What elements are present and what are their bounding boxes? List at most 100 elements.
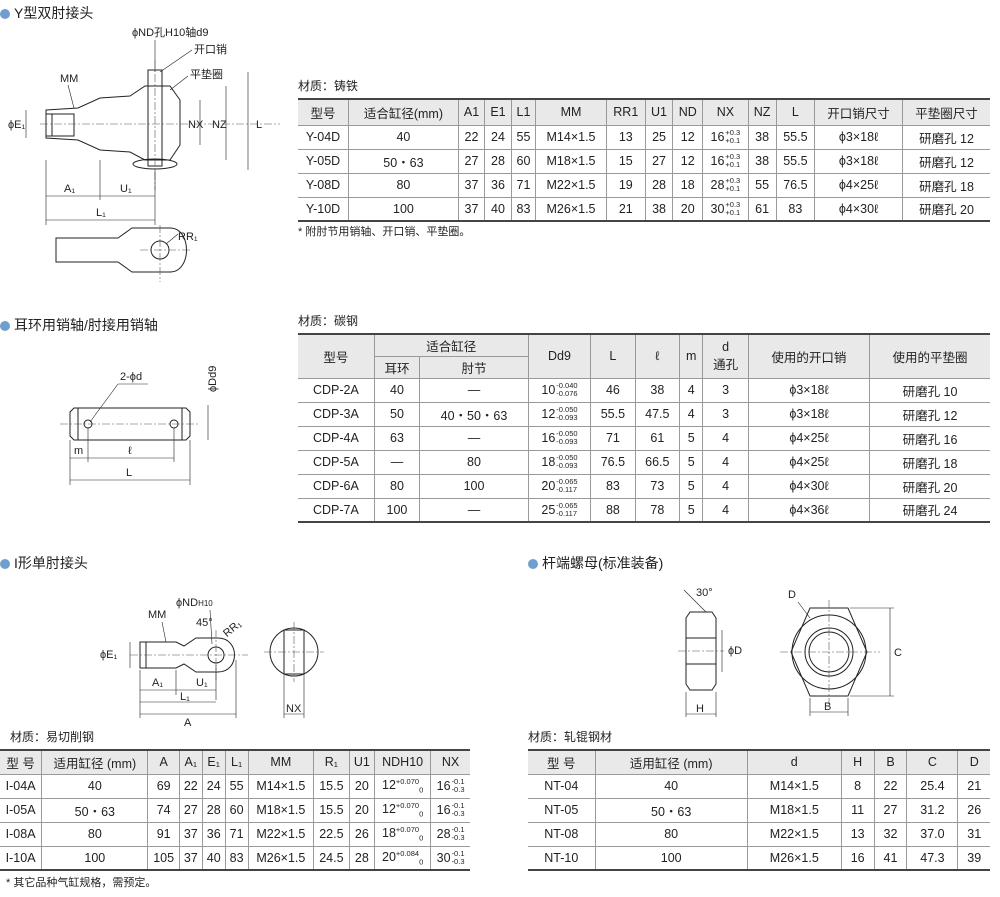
tol-lower: 0 (419, 785, 424, 795)
tol-upper: +0.3 (725, 128, 741, 137)
mm-label: MM (60, 73, 78, 85)
tol-upper: -0.050 (556, 453, 578, 462)
tol-upper: +0.070 (395, 777, 420, 787)
table-row: NT-10 100 M26×1.5 16 41 47.3 39 (528, 845, 990, 871)
cell-bore: 40 (41, 773, 149, 799)
cell-u1: 38 (644, 196, 674, 222)
washer-label: 平垫圈 (190, 67, 223, 81)
cell-nd: 12+0.0700 (374, 773, 432, 799)
cell-nz: 61 (747, 196, 777, 222)
cell-nz: 38 (747, 124, 777, 150)
cell-l: 55.5 (590, 401, 636, 427)
cell-l1: 71 (224, 821, 249, 847)
table-row: NT-08 80 M22×1.5 13 32 37.0 31 (528, 821, 990, 847)
cell-l: 46 (590, 377, 636, 403)
cell-bore: 100 (348, 196, 459, 222)
footnote-y: * 附肘节用销轴、开口销、平垫圈。 (298, 226, 471, 238)
dd9-value: 20 (541, 479, 556, 493)
nd-label: ϕNDH10 (176, 597, 213, 609)
cell-mm: M14×1.5 (247, 773, 315, 799)
l-label: L (126, 467, 132, 479)
nx-label: NX (286, 703, 302, 715)
cell-washer: 研磨孔 20 (869, 473, 990, 499)
tol-upper: +0.3 (725, 199, 741, 209)
col-header: 型 号 (0, 749, 43, 775)
tol-upper: +0.084 (395, 848, 420, 858)
cell-d: M22×1.5 (746, 821, 842, 847)
cell-nx: 16-0.1-0.3 (430, 797, 470, 823)
cell-d: 3 (702, 401, 749, 427)
cell-washer: 研磨孔 20 (902, 196, 990, 222)
cell-cotter: ϕ4×25ℓ (747, 425, 871, 451)
l1-label: L₁ (96, 207, 106, 219)
cell-nx: 16-0.1-0.3 (430, 773, 470, 799)
cell-d: 4 (702, 449, 749, 475)
tol-upper: -0.050 (556, 405, 578, 414)
cell-l1: 83 (510, 196, 537, 222)
cell-mm: M22×1.5 (247, 821, 315, 847)
bullet-icon (528, 559, 538, 569)
cell-b: 32 (873, 821, 908, 847)
cell-l: 71 (590, 425, 636, 451)
col-header: 适合缸径(mm) (348, 98, 459, 126)
table-row: I-10A 100 105 37 40 83 M26×1.5 24.5 28 2… (0, 845, 470, 871)
cell-washer: 研磨孔 12 (902, 148, 990, 174)
cell-model: NT-10 (528, 845, 596, 871)
col-header: 使用的开口销 (747, 333, 871, 379)
l1-label: L₁ (180, 691, 190, 703)
cell-a1: 22 (178, 773, 203, 799)
nx-value: 28 (436, 827, 451, 841)
col-header: 平垫圈尺寸 (902, 98, 990, 126)
col-header: R₁ (313, 749, 350, 775)
cell-nx: 28-0.1-0.3 (430, 821, 470, 847)
nx-value: 16 (436, 779, 451, 793)
table-row: CDP-6A 80 100 20-0.065-0.117 83 73 5 4 ϕ… (298, 473, 990, 499)
cell-cotter: ϕ4×25ℓ (747, 449, 871, 475)
cell-c: 25.4 (906, 773, 959, 799)
tol-lower: -0.093 (556, 413, 578, 422)
col-header: 型号 (298, 333, 375, 379)
cell-bore: 50・63 (348, 148, 459, 174)
d-header-top: d (722, 339, 730, 354)
cell-m: 5 (679, 497, 704, 523)
cotter-label: 开口销 (194, 42, 227, 56)
cell-nx: 16+0.3+0.1 (702, 148, 749, 174)
e1-label: ϕE₁ (8, 119, 25, 131)
cell-bore: 100 (41, 845, 149, 871)
tol-upper: -0.065 (556, 500, 578, 510)
cell-bore: 100 (594, 845, 748, 871)
cell-e1: 40 (484, 196, 512, 222)
cell-cotter: ϕ4×36ℓ (747, 497, 871, 523)
tol-lower: -0.117 (556, 485, 578, 494)
cell-d: 4 (702, 425, 749, 451)
l-label: L (256, 119, 262, 131)
cell-bore: 80 (41, 821, 149, 847)
cell-washer: 研磨孔 10 (869, 377, 990, 403)
cell-a1: 22 (457, 124, 486, 150)
cell-mm: M26×1.5 (535, 196, 607, 222)
cell-mm: M18×1.5 (247, 797, 315, 823)
cell-d: M14×1.5 (746, 773, 842, 799)
cell-a1: 37 (178, 821, 203, 847)
tol-upper: -0.050 (556, 429, 578, 438)
cell-l1: 55 (510, 124, 537, 150)
cell-h: 8 (840, 773, 875, 799)
cell-clevis: 40・50・63 (419, 401, 529, 427)
cell-u1: 26 (348, 821, 376, 847)
cell-nx: 28+0.3+0.1 (702, 172, 749, 198)
i-clevis-drawing: ϕNDH10 MM 45° RR₁ ϕE₁ A₁ U₁ L₁ A NX (100, 597, 324, 729)
e1-label: ϕE₁ (100, 649, 117, 661)
cell-b: 41 (873, 845, 908, 871)
cell-cotter: ϕ4×30ℓ (813, 196, 904, 222)
col-header: 耳环 (374, 355, 421, 379)
a1-label: A₁ (64, 183, 75, 195)
cell-model: CDP-4A (298, 425, 375, 451)
cell-m: 5 (679, 473, 704, 499)
cell-model: CDP-6A (298, 473, 375, 499)
col-header: 适用缸径 (mm) (41, 749, 149, 775)
table-row: CDP-3A 50 40・50・63 12-0.050-0.093 55.5 4… (298, 401, 990, 427)
cell-u1: 27 (644, 148, 674, 174)
col-header: A1 (457, 98, 486, 126)
tol-upper: +0.070 (395, 801, 420, 811)
tol-upper: -0.1 (451, 801, 465, 810)
